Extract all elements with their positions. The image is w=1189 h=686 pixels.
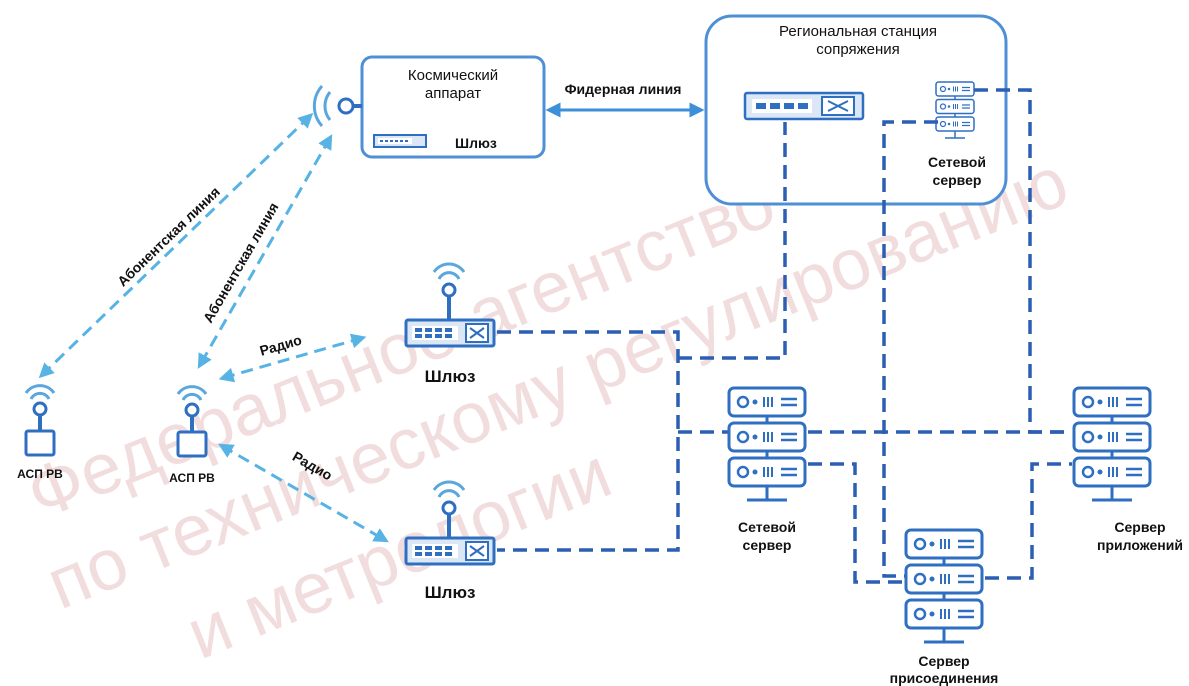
spacecraft-gateway-label: Шлюз <box>455 135 497 151</box>
station-server-label-2: сервер <box>933 172 982 188</box>
end-device-label-2: АСП РВ <box>169 471 215 485</box>
regional-station-label-2: сопряжения <box>816 41 900 58</box>
backbone-connections <box>497 88 1072 584</box>
subscriber-line-2 <box>197 134 333 369</box>
network-server-label-1: Сетевой <box>738 519 796 535</box>
feeder-line-label: Фидерная линия <box>565 81 682 97</box>
station-gateway-icon <box>743 91 865 121</box>
join-server-label-2: присоединения <box>890 670 999 686</box>
network-server-icon <box>727 386 807 502</box>
spacecraft-label-2: аппарат <box>425 85 481 102</box>
spacecraft-gateway-icon <box>373 134 427 148</box>
end-device-label-1: АСП РВ <box>17 467 63 481</box>
radio-link-1 <box>218 333 367 383</box>
gateway-label-1: Шлюз <box>425 367 476 386</box>
end-device-icon-1 <box>24 383 56 457</box>
spacecraft-label-1: Космический <box>408 67 498 84</box>
subscriber-line-label-2: Абонентская линия <box>200 200 282 326</box>
station-server-icon <box>935 81 975 139</box>
network-server-label-2: сервер <box>743 537 792 553</box>
application-server-label-2: приложений <box>1097 537 1183 553</box>
join-server-label-1: Сервер <box>918 653 969 669</box>
join-server-icon <box>904 528 984 644</box>
radio-link-2 <box>218 443 389 543</box>
subscriber-line-label-1: Абонентская линия <box>114 183 223 289</box>
application-server-label-1: Сервер <box>1114 519 1165 535</box>
regional-station-label-1: Региональная станция <box>779 23 937 40</box>
application-server-icon <box>1072 386 1152 502</box>
gateway-label-2: Шлюз <box>425 583 476 602</box>
antenna-icon <box>312 85 362 127</box>
station-server-label-1: Сетевой <box>928 154 986 170</box>
